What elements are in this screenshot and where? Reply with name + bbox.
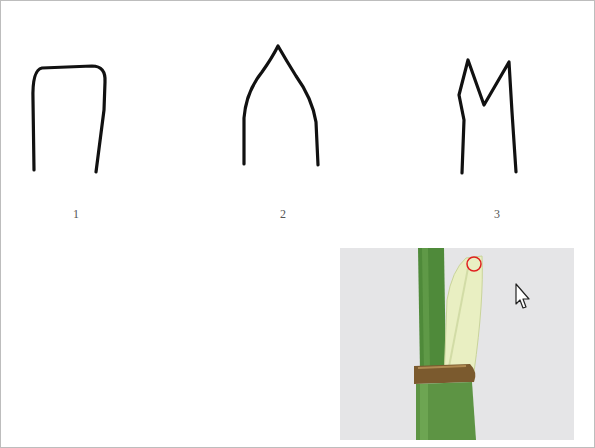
figure-number: 3 xyxy=(494,208,500,220)
figure-number: 2 xyxy=(280,208,286,220)
pointed-shape xyxy=(244,46,318,165)
figure-number: 1 xyxy=(73,208,79,220)
stem-photo xyxy=(340,248,574,440)
arch-shape xyxy=(33,66,105,172)
notched-shape xyxy=(459,60,516,173)
